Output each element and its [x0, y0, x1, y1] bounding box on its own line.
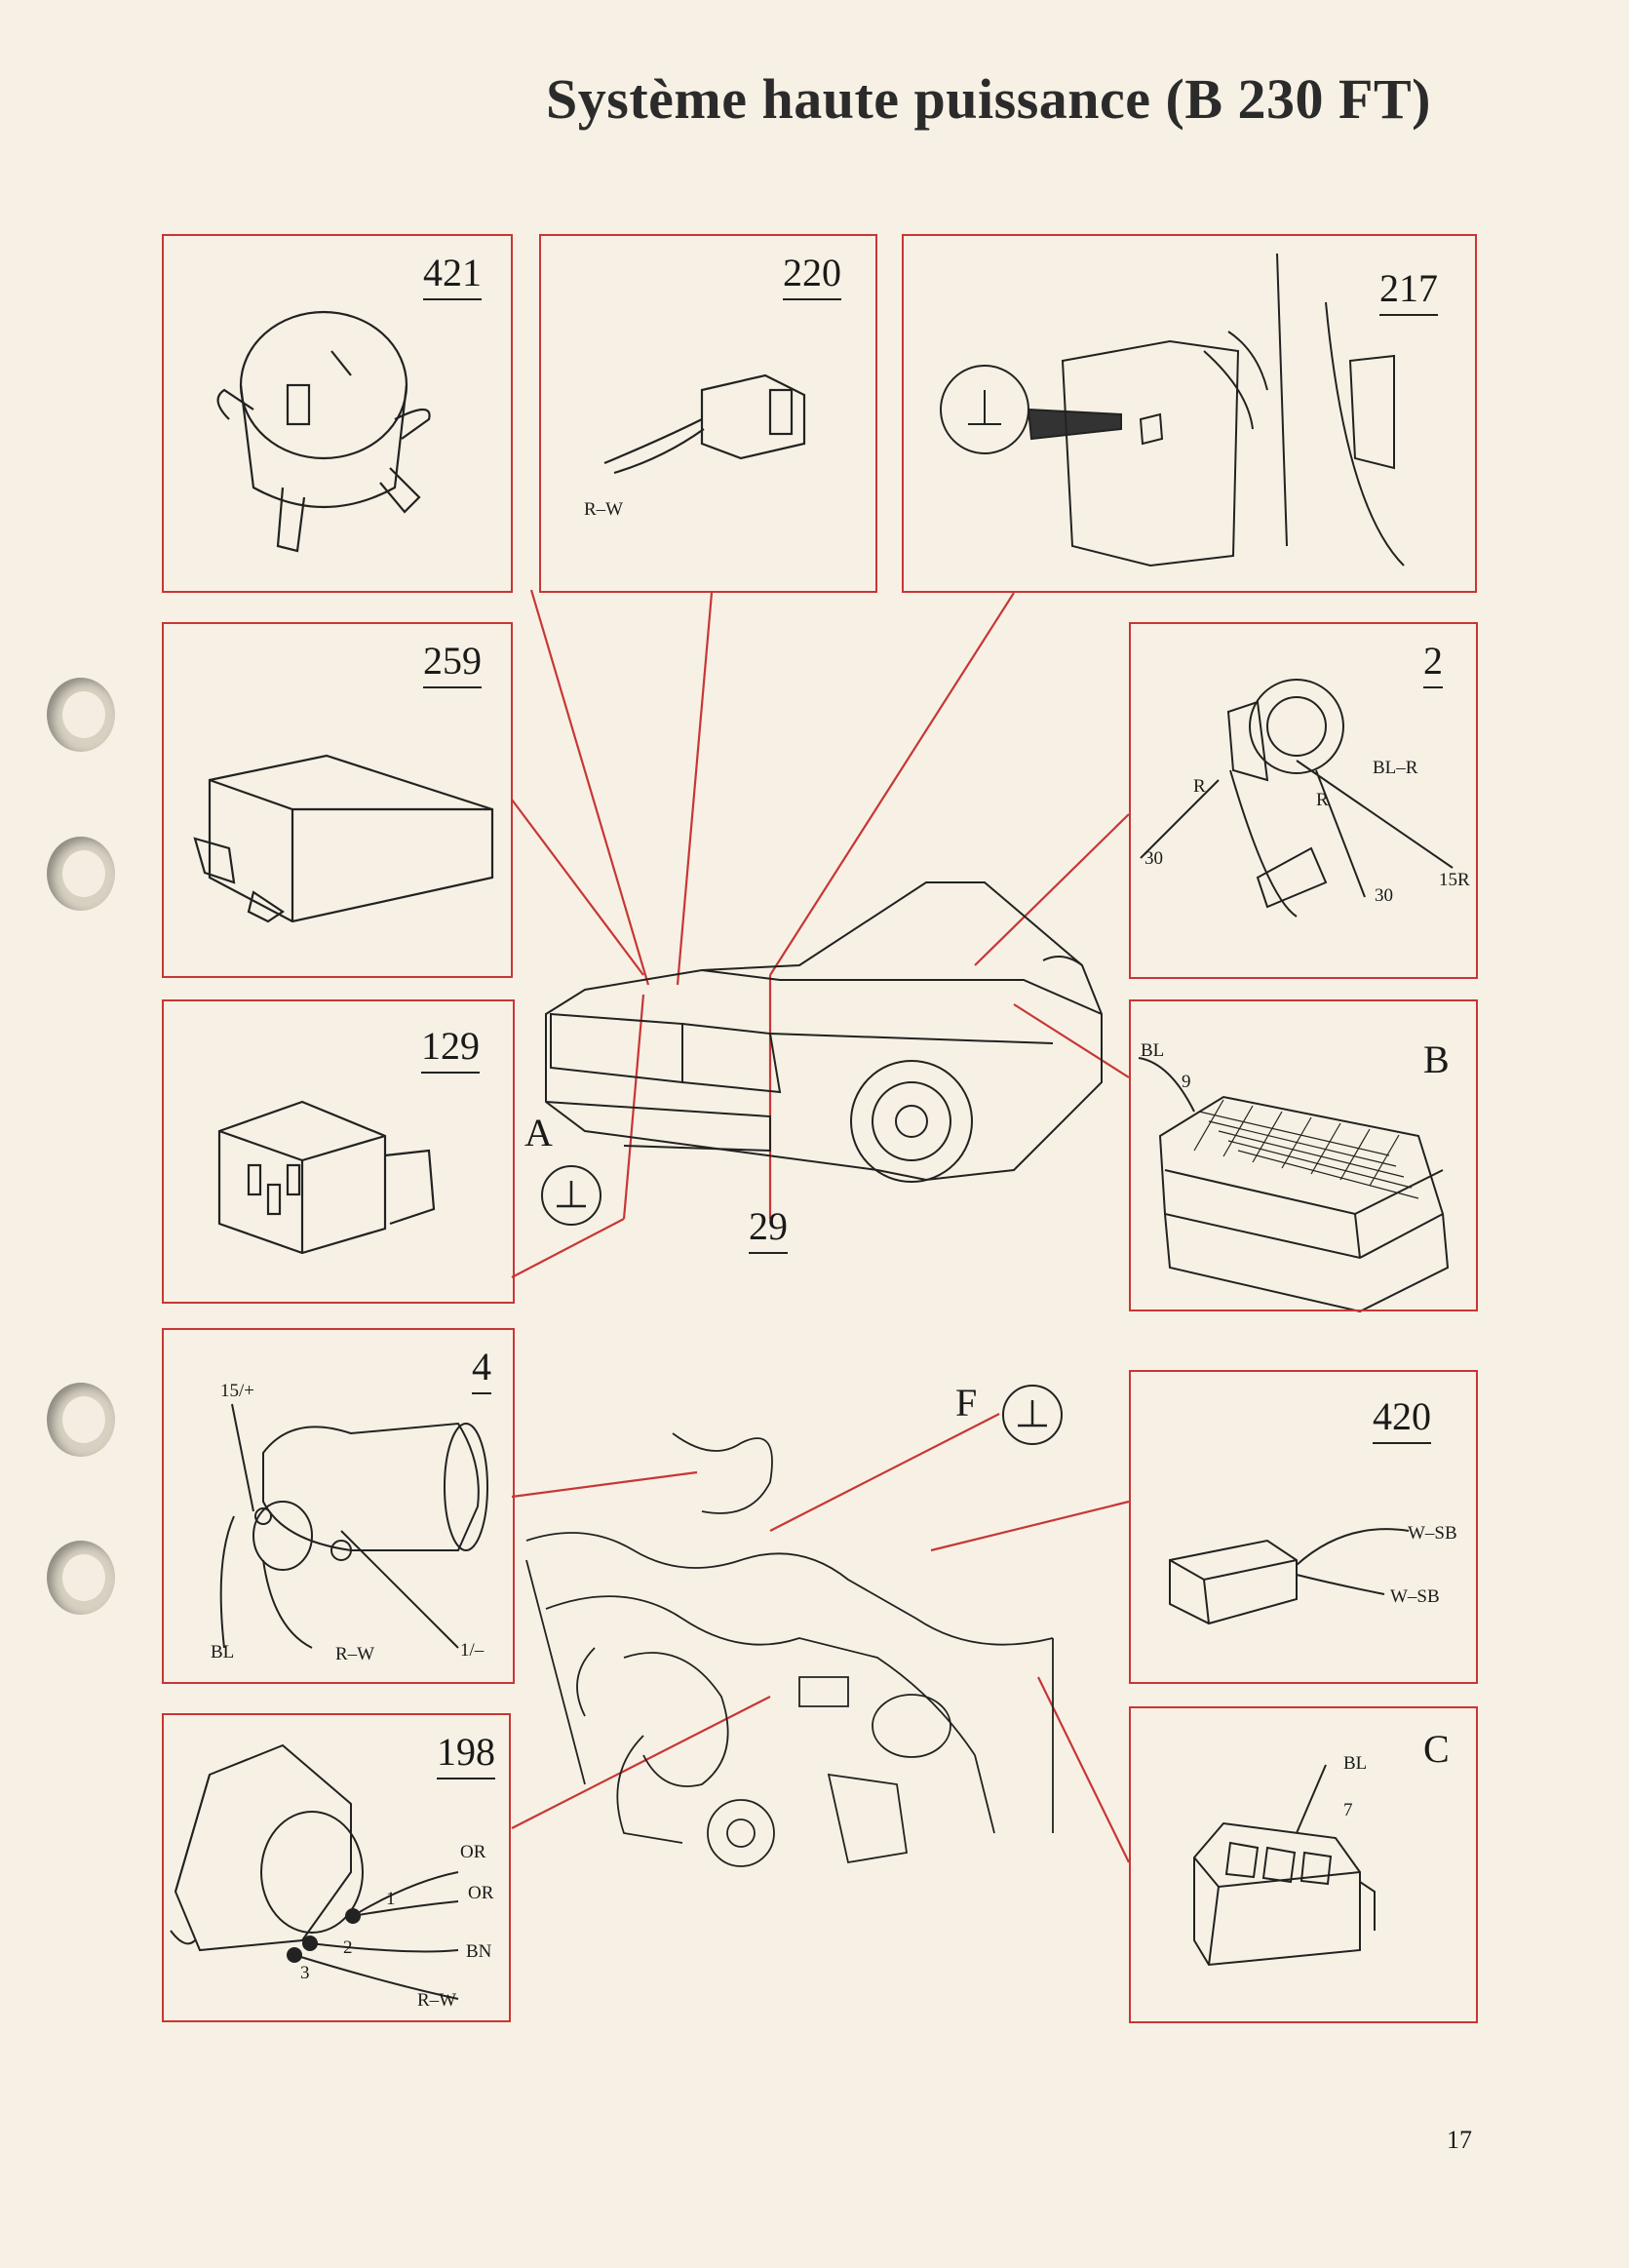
connector-letter: C [1423, 1727, 1450, 1771]
wire-label: 15/+ [220, 1381, 254, 1401]
wire-label: W–SB [1408, 1523, 1457, 1544]
wire-label: W–SB [1390, 1586, 1440, 1607]
wire-label: R–W [417, 1990, 457, 2011]
wire-label: BL [1141, 1040, 1165, 1061]
leader-lines [511, 589, 1130, 1863]
wire-label: OR [460, 1842, 486, 1862]
panel-2: 2 BL–R R R 30 30 15R [1129, 622, 1478, 979]
ground-symbol-icon [1002, 1385, 1063, 1445]
ground-point-number: 29 [749, 1207, 788, 1254]
page-title: Système haute puissance (B 230 FT) [546, 67, 1431, 131]
callout-A: A [524, 1111, 553, 1154]
component-259-drawing [193, 754, 494, 923]
car-drawing [545, 881, 1103, 1183]
panel-420: 420 W–SB W–SB [1129, 1370, 1478, 1684]
component-number: 198 [437, 1733, 495, 1779]
pin-label: 7 [1343, 1800, 1353, 1820]
wire-label: 30 [1375, 885, 1393, 906]
pin-label: 2 [343, 1937, 353, 1958]
wire-label: R [1316, 790, 1329, 810]
wire-label: BL–R [1373, 758, 1418, 778]
wire-label: BL [211, 1642, 235, 1662]
component-217-drawing [940, 253, 1405, 567]
component-129-drawing [217, 1100, 436, 1255]
component-198-drawing [170, 1743, 459, 2000]
component-4-drawing [219, 1403, 488, 1649]
panel-217: 217 [902, 234, 1477, 593]
pin-label: 1 [386, 1889, 396, 1909]
connector-letter: B [1423, 1037, 1450, 1081]
panel-421: 421 [162, 234, 513, 593]
pin-label: 3 [300, 1963, 310, 1983]
wire-label: BN [466, 1941, 492, 1962]
component-B-drawing [1138, 1057, 1450, 1313]
component-421-drawing [216, 310, 431, 553]
engine-bay-drawing [525, 1432, 1054, 1867]
panel-220: 220 R–W [539, 234, 877, 593]
wire-label: 1/– [460, 1640, 485, 1661]
wire-label: OR [468, 1883, 494, 1903]
wire-label: 15R [1439, 870, 1470, 890]
component-number: 4 [472, 1348, 491, 1394]
binder-hole [47, 678, 115, 752]
wire-label: R [1193, 776, 1206, 797]
component-number: 2 [1423, 642, 1443, 688]
component-220-drawing [603, 373, 806, 475]
ground-symbol-icon [541, 1165, 601, 1226]
binder-hole [47, 1383, 115, 1457]
panel-129: 129 [162, 999, 515, 1304]
panel-C: C BL 7 [1129, 1706, 1478, 2023]
component-number: 129 [421, 1027, 480, 1074]
page-number: 17 [1447, 2126, 1472, 2154]
panel-B: B BL 9 [1129, 999, 1478, 1311]
component-number: 217 [1379, 269, 1438, 316]
wire-label: 30 [1144, 848, 1163, 869]
wire-label: R–W [584, 499, 624, 520]
component-number: 220 [783, 254, 841, 300]
component-420-drawing [1169, 1528, 1410, 1625]
component-number: 420 [1373, 1397, 1431, 1444]
pin-label: 9 [1182, 1072, 1191, 1092]
component-2-drawing [1140, 679, 1454, 918]
binder-hole [47, 1541, 115, 1615]
component-number: 259 [423, 642, 482, 688]
panel-259: 259 [162, 622, 513, 978]
panel-198: 198 OR OR 1 2 BN 3 R–W [162, 1713, 511, 2022]
panel-4: 4 15/+ BL R–W 1/– [162, 1328, 515, 1684]
binder-hole [47, 837, 115, 911]
wire-label: R–W [335, 1644, 375, 1664]
callout-F: F [955, 1381, 978, 1425]
component-number: 421 [423, 254, 482, 300]
component-C-drawing [1193, 1764, 1376, 1967]
wire-label: BL [1343, 1753, 1368, 1774]
